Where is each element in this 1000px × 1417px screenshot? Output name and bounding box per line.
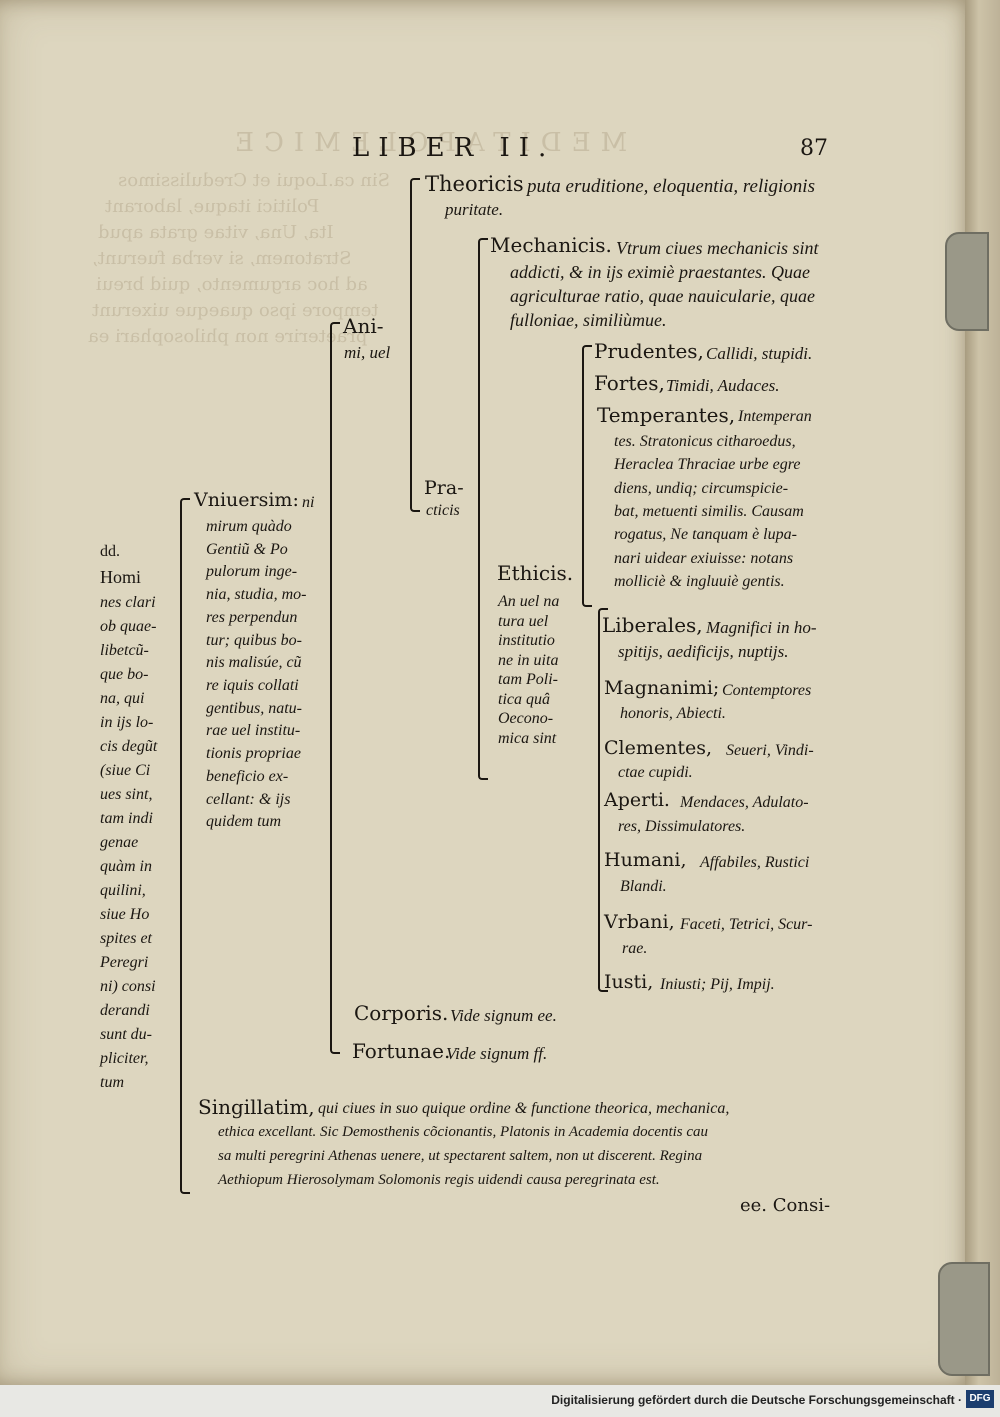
catchword: ee. Consi- <box>740 1195 831 1216</box>
footer-bar: Digitalisierung gefördert durch die Deut… <box>0 1385 1000 1417</box>
mechanicis-line: fulloniae, similiùmue. <box>510 310 667 330</box>
corporis-ref: Vide signum ee. <box>450 1006 557 1025</box>
bleed-through-line: Ita, Una, vitae grata apud <box>98 222 334 243</box>
running-title: LIBER II. <box>352 133 556 163</box>
virtue-temperantes: Temperantes, <box>597 403 736 427</box>
footer-credit: Digitalisierung gefördert durch die Deut… <box>551 1393 962 1407</box>
virtue-vrbani: Vrbani, <box>604 911 675 933</box>
virtue-humani: Humani, <box>604 849 687 871</box>
corporis-label: Corporis. <box>354 1001 449 1025</box>
virtue-vrbani-text: Faceti, Tetrici, Scur- <box>680 916 813 933</box>
virtue-humani-text-2: Blandi. <box>620 878 667 895</box>
fortunae-ref: Vide signum ff. <box>446 1044 548 1063</box>
singillatim-line: sa multi peregrini Athenas uenere, ut sp… <box>218 1148 703 1164</box>
temperantes-text: tes. Stratonicus citharoedus,Heraclea Th… <box>614 433 804 591</box>
animi-label-2: mi, uel <box>344 343 391 362</box>
singillatim-line: qui ciues in suo quique ordine & functio… <box>318 1100 730 1117</box>
page-number: 87 <box>800 136 828 161</box>
bracket-virtues-lower <box>598 608 608 992</box>
bleed-through-line: tempore ipso quaeque uixerunt <box>92 300 379 321</box>
bleed-through-line: praeterire non philosophari ea <box>88 326 368 347</box>
virtue-liberales-text: Magnifici in ho- <box>706 618 817 637</box>
theoricis-text-2: puritate. <box>445 200 504 219</box>
page-gutter <box>965 0 1000 1385</box>
mechanicis-line: agriculturae ratio, quae nauicularie, qu… <box>510 286 815 306</box>
singillatim-line: Aethiopum Hierosolymam Solomonis regis u… <box>218 1172 660 1188</box>
practicis-label-2: cticis <box>426 502 460 519</box>
bleed-through-line: Politici itaque, laborant <box>105 196 320 217</box>
virtue-liberales: Liberales, <box>602 613 703 637</box>
bleed-through-line: Sin ca.Loqui et Credulissimos <box>118 170 390 191</box>
dfg-logo: DFG <box>966 1390 994 1408</box>
theoricis-text: puta eruditione, eloquentia, religionis <box>527 176 815 197</box>
animi-label: Ani- <box>343 314 384 338</box>
book-page <box>0 0 975 1385</box>
virtue-prudentes-text: Callidi, stupidi. <box>706 344 813 363</box>
bracket-main <box>330 322 340 1054</box>
virtue-magnanimi-text: Contemptores <box>722 682 812 699</box>
vniuersim-ni: ni <box>302 494 315 511</box>
virtue-aperti-text: Mendaces, Adulato- <box>680 794 809 811</box>
bleed-through-line: Stratonem, si verba fuerunt, <box>92 248 352 269</box>
singillatim-heading: Singillatim, <box>198 1095 315 1119</box>
ethicis-heading: Ethicis. <box>497 561 574 585</box>
virtue-aperti: Aperti. <box>604 789 670 811</box>
fortunae-label: Fortunae. <box>352 1039 451 1063</box>
clasp-top <box>945 232 989 331</box>
virtue-magnanimi: Magnanimi; <box>604 677 720 699</box>
virtue-fortes: Fortes, <box>594 371 665 395</box>
virtue-iusti: Iusti, <box>604 971 654 993</box>
mechanicis-line: addicti, & in ijs eximiè praestantes. Qu… <box>510 262 810 282</box>
clasp-bottom <box>938 1262 990 1376</box>
virtue-humani-text: Affabiles, Rustici <box>700 854 810 871</box>
virtue-magnanimi-text-2: honoris, Abiecti. <box>620 705 726 722</box>
virtue-aperti-text-2: res, Dissimulatores. <box>618 818 746 835</box>
virtue-clementes-text: Seueri, Vindi- <box>726 742 814 759</box>
virtue-clementes: Clementes, <box>604 737 713 759</box>
mechanicis-line: Vtrum ciues mechanicis sint <box>616 238 819 258</box>
virtue-prudentes: Prudentes, <box>594 339 704 363</box>
bracket-vniuersim <box>180 498 190 1194</box>
singillatim-line: ethica excellant. Sic Demosthenis cõcion… <box>218 1124 709 1140</box>
theoricis-heading: Theoricis <box>425 172 524 196</box>
bleed-through-line: ad hoc argumento, quid breui <box>96 274 368 295</box>
virtue-clementes-text-2: ctae cupidi. <box>618 764 693 781</box>
vniuersim-heading: Vniuersim: <box>194 489 299 511</box>
virtue-temperantes-text: Intemperan <box>738 408 812 425</box>
virtue-fortes-text: Timidi, Audaces. <box>666 376 780 395</box>
mechanicis-heading: Mechanicis. <box>490 233 612 257</box>
bracket-animi-sub <box>410 178 420 512</box>
bracket-virtues <box>582 345 592 607</box>
virtue-iusti-text: Iniusti; Pij, Impij. <box>660 976 775 993</box>
practicis-label: Pra- <box>424 477 464 499</box>
bracket-practicis <box>478 238 488 780</box>
virtue-vrbani-text-2: rae. <box>622 940 648 957</box>
virtue-liberales-text-2: spitijs, aedificijs, nuptijs. <box>618 642 789 661</box>
